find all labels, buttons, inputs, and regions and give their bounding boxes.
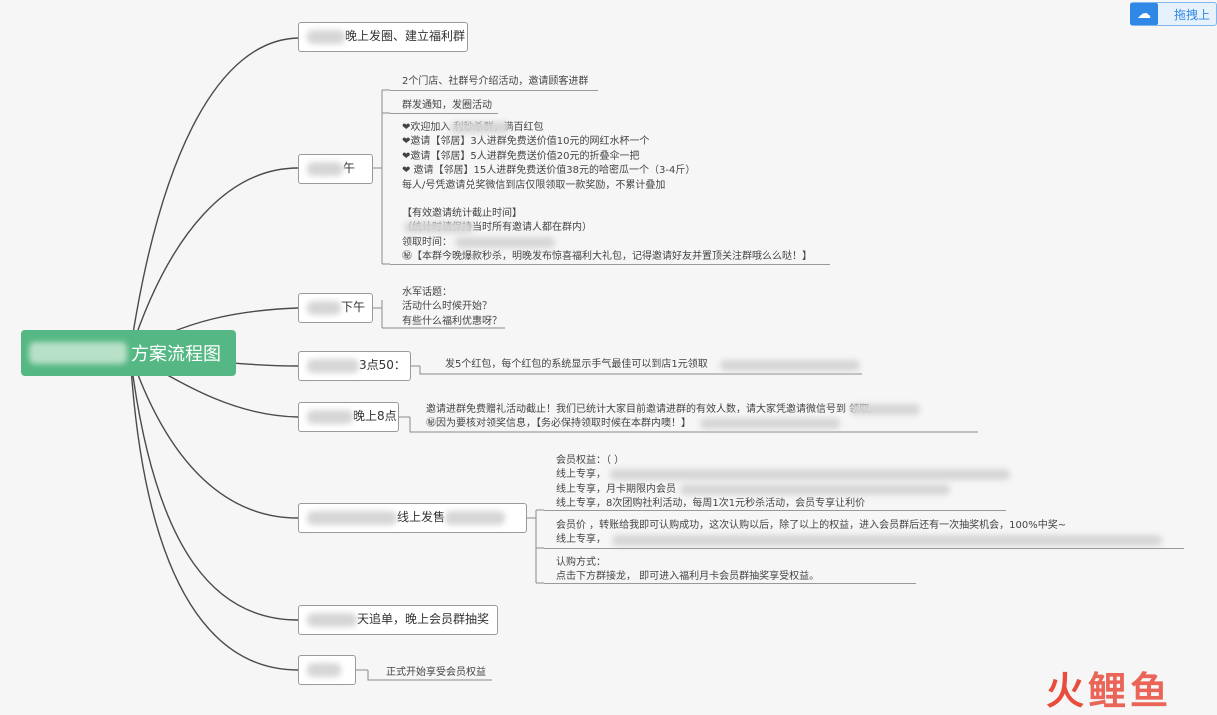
branch-node-2[interactable]: 午 xyxy=(298,154,373,184)
leaf-line: ❤ 邀请【邻居】15人进群免费送价值38元的哈密瓜一个（3-4斤） xyxy=(402,165,696,177)
leaf-underline xyxy=(544,583,916,584)
redacted-blur xyxy=(307,510,397,525)
upload-button[interactable]: ☁ 拖拽上 xyxy=(1130,2,1217,26)
leaf-text-block: 邀请进群免费赠礼活动截止！我们已统计大家目前邀请进群的有效人数，请大家凭邀请微信… xyxy=(426,403,879,432)
leaf-text: 发5个红包，每个红包的系统显示手气最佳可以到店1元领取 xyxy=(445,359,708,370)
branch-label: 晚上8点 xyxy=(353,409,397,423)
redacted-blur xyxy=(680,484,950,495)
leaf-underline xyxy=(390,113,498,114)
leaf-line: ㊙【本群今晚爆款秒杀，明晚发布惊喜福利大礼包，记得邀请好友并置顶关注群哦么么哒！… xyxy=(402,251,812,263)
leaf-text-block: 水军话题： 活动什么时候开始？ 有些什么福利优惠呀？ xyxy=(402,286,502,329)
leaf-line: 每人/号凭邀请兑奖微信到店仅限领取一款奖励，不累计叠加 xyxy=(402,179,666,191)
leaf-line: 线上专享， xyxy=(556,469,606,481)
branch-label: 晚上发圈、建立福利群 xyxy=(345,29,466,43)
branch-node-7[interactable]: 天追单，晚上会员群抽奖 xyxy=(298,605,498,635)
branch-label: 线上发售 xyxy=(397,510,446,524)
redacted-blur xyxy=(404,222,474,233)
upload-label: 拖拽上 xyxy=(1174,7,1211,22)
leaf-text-block: 会员权益：（ ） 线上专享， 线上专享，月卡期限内会员 线上专享，8次团购社利活… xyxy=(556,454,865,512)
leaf-underline xyxy=(544,510,1006,511)
branch-label: 午 xyxy=(343,161,356,175)
redacted-blur xyxy=(700,418,840,429)
leaf-line: 线上专享，月卡期限内会员 xyxy=(556,483,676,495)
branch-node-4[interactable]: 3点50： xyxy=(298,351,411,381)
leaf-text-block: 会员价 ，转账给我即可认购成功，这次认购以后，除了以上的权益，进入会员群后还有一… xyxy=(556,519,1066,548)
leaf-underline xyxy=(544,548,1184,549)
branch-label: 下午 xyxy=(341,300,366,314)
leaf-line: 邀请进群免费赠礼活动截止！我们已统计大家目前邀请进群的有效人数，请大家凭邀请微信… xyxy=(426,404,880,415)
leaf-line: ❤邀请【邻居】5人进群免费送价值20元的折叠伞一把 xyxy=(402,150,640,162)
leaf-line: 会员价 ，转账给我即可认购成功，这次认购以后，除了以上的权益，进入会员群后还有一… xyxy=(556,520,1067,531)
leaf-text-block: 认购方式： 点击下方群接龙， 即可进入福利月卡会员群抽奖享受权益。 xyxy=(556,556,819,585)
redacted-blur xyxy=(610,469,1010,480)
leaf-line: 会员权益：（ ） xyxy=(556,455,625,466)
redacted-blur xyxy=(307,409,353,424)
leaf-line: ㊙因为要核对领奖信息，【务必保持领取时候在本群内噢！】 xyxy=(426,418,691,430)
redacted-blur xyxy=(307,29,345,44)
redacted-blur xyxy=(720,360,860,371)
leaf-underline xyxy=(390,264,830,265)
watermark-text: 鲤鱼 xyxy=(1088,669,1173,713)
redacted-blur xyxy=(307,662,341,677)
leaf-line: 线上专享，8次团购社利活动，每周1次1元秒杀活动，会员专享让利价 xyxy=(556,498,866,510)
leaf-underline xyxy=(390,90,598,91)
leaf-line: 认购方式： xyxy=(556,557,606,568)
watermark-logo: 火鲤鱼 xyxy=(1046,660,1172,715)
leaf-line: 有些什么福利优惠呀？ xyxy=(402,315,502,327)
leaf-line: 【有效邀请统计截止时间】 xyxy=(402,208,522,220)
leaf-line: 点击下方群接龙， 即可进入福利月卡会员群抽奖享受权益。 xyxy=(556,571,820,583)
leaf-text: 2个门店、社群号介绍活动，邀请顾客进群 xyxy=(402,76,589,87)
redacted-blur xyxy=(29,342,127,364)
branch-node-8[interactable] xyxy=(298,655,356,685)
branch-label: 天追单，晚上会员群抽奖 xyxy=(357,612,490,626)
redacted-blur xyxy=(850,404,920,415)
branch-node-3[interactable]: 下午 xyxy=(298,293,373,323)
watermark-text: 火 xyxy=(1046,669,1089,713)
redacted-blur xyxy=(307,358,359,373)
leaf-line: 水军话题： xyxy=(402,287,452,298)
root-title: 方案流程图 xyxy=(131,344,221,365)
redacted-blur xyxy=(612,535,1162,546)
leaf-line: 线上专享， xyxy=(556,534,606,546)
branch-node-5[interactable]: 晚上8点 xyxy=(298,402,399,432)
leaf-line xyxy=(402,193,812,207)
leaf-line: （统计时请保持当时所有邀请人都在群内） xyxy=(402,222,592,234)
branch-node-1[interactable]: 晚上发圈、建立福利群 xyxy=(298,22,468,52)
branch-label: 3点50： xyxy=(359,358,406,372)
redacted-blur xyxy=(455,237,555,248)
branch-node-6[interactable]: 线上发售 xyxy=(298,503,527,533)
leaf-line: 活动什么时候开始？ xyxy=(402,301,492,313)
root-node[interactable]: 方案流程图 xyxy=(21,330,236,376)
redacted-blur xyxy=(307,300,341,315)
redacted-blur xyxy=(445,510,506,525)
leaf-text: 群发通知，发圈活动 xyxy=(402,100,492,111)
leaf-line: 领取时间： xyxy=(402,236,452,248)
leaf-line: ❤邀请【邻居】3人进群免费送价值10元的网红水杯一个 xyxy=(402,136,650,148)
cloud-icon: ☁ xyxy=(1130,3,1158,25)
redacted-blur xyxy=(307,612,357,627)
redacted-blur xyxy=(307,161,343,176)
leaf-text: 正式开始享受会员权益 xyxy=(386,667,486,678)
redacted-blur xyxy=(450,122,510,133)
